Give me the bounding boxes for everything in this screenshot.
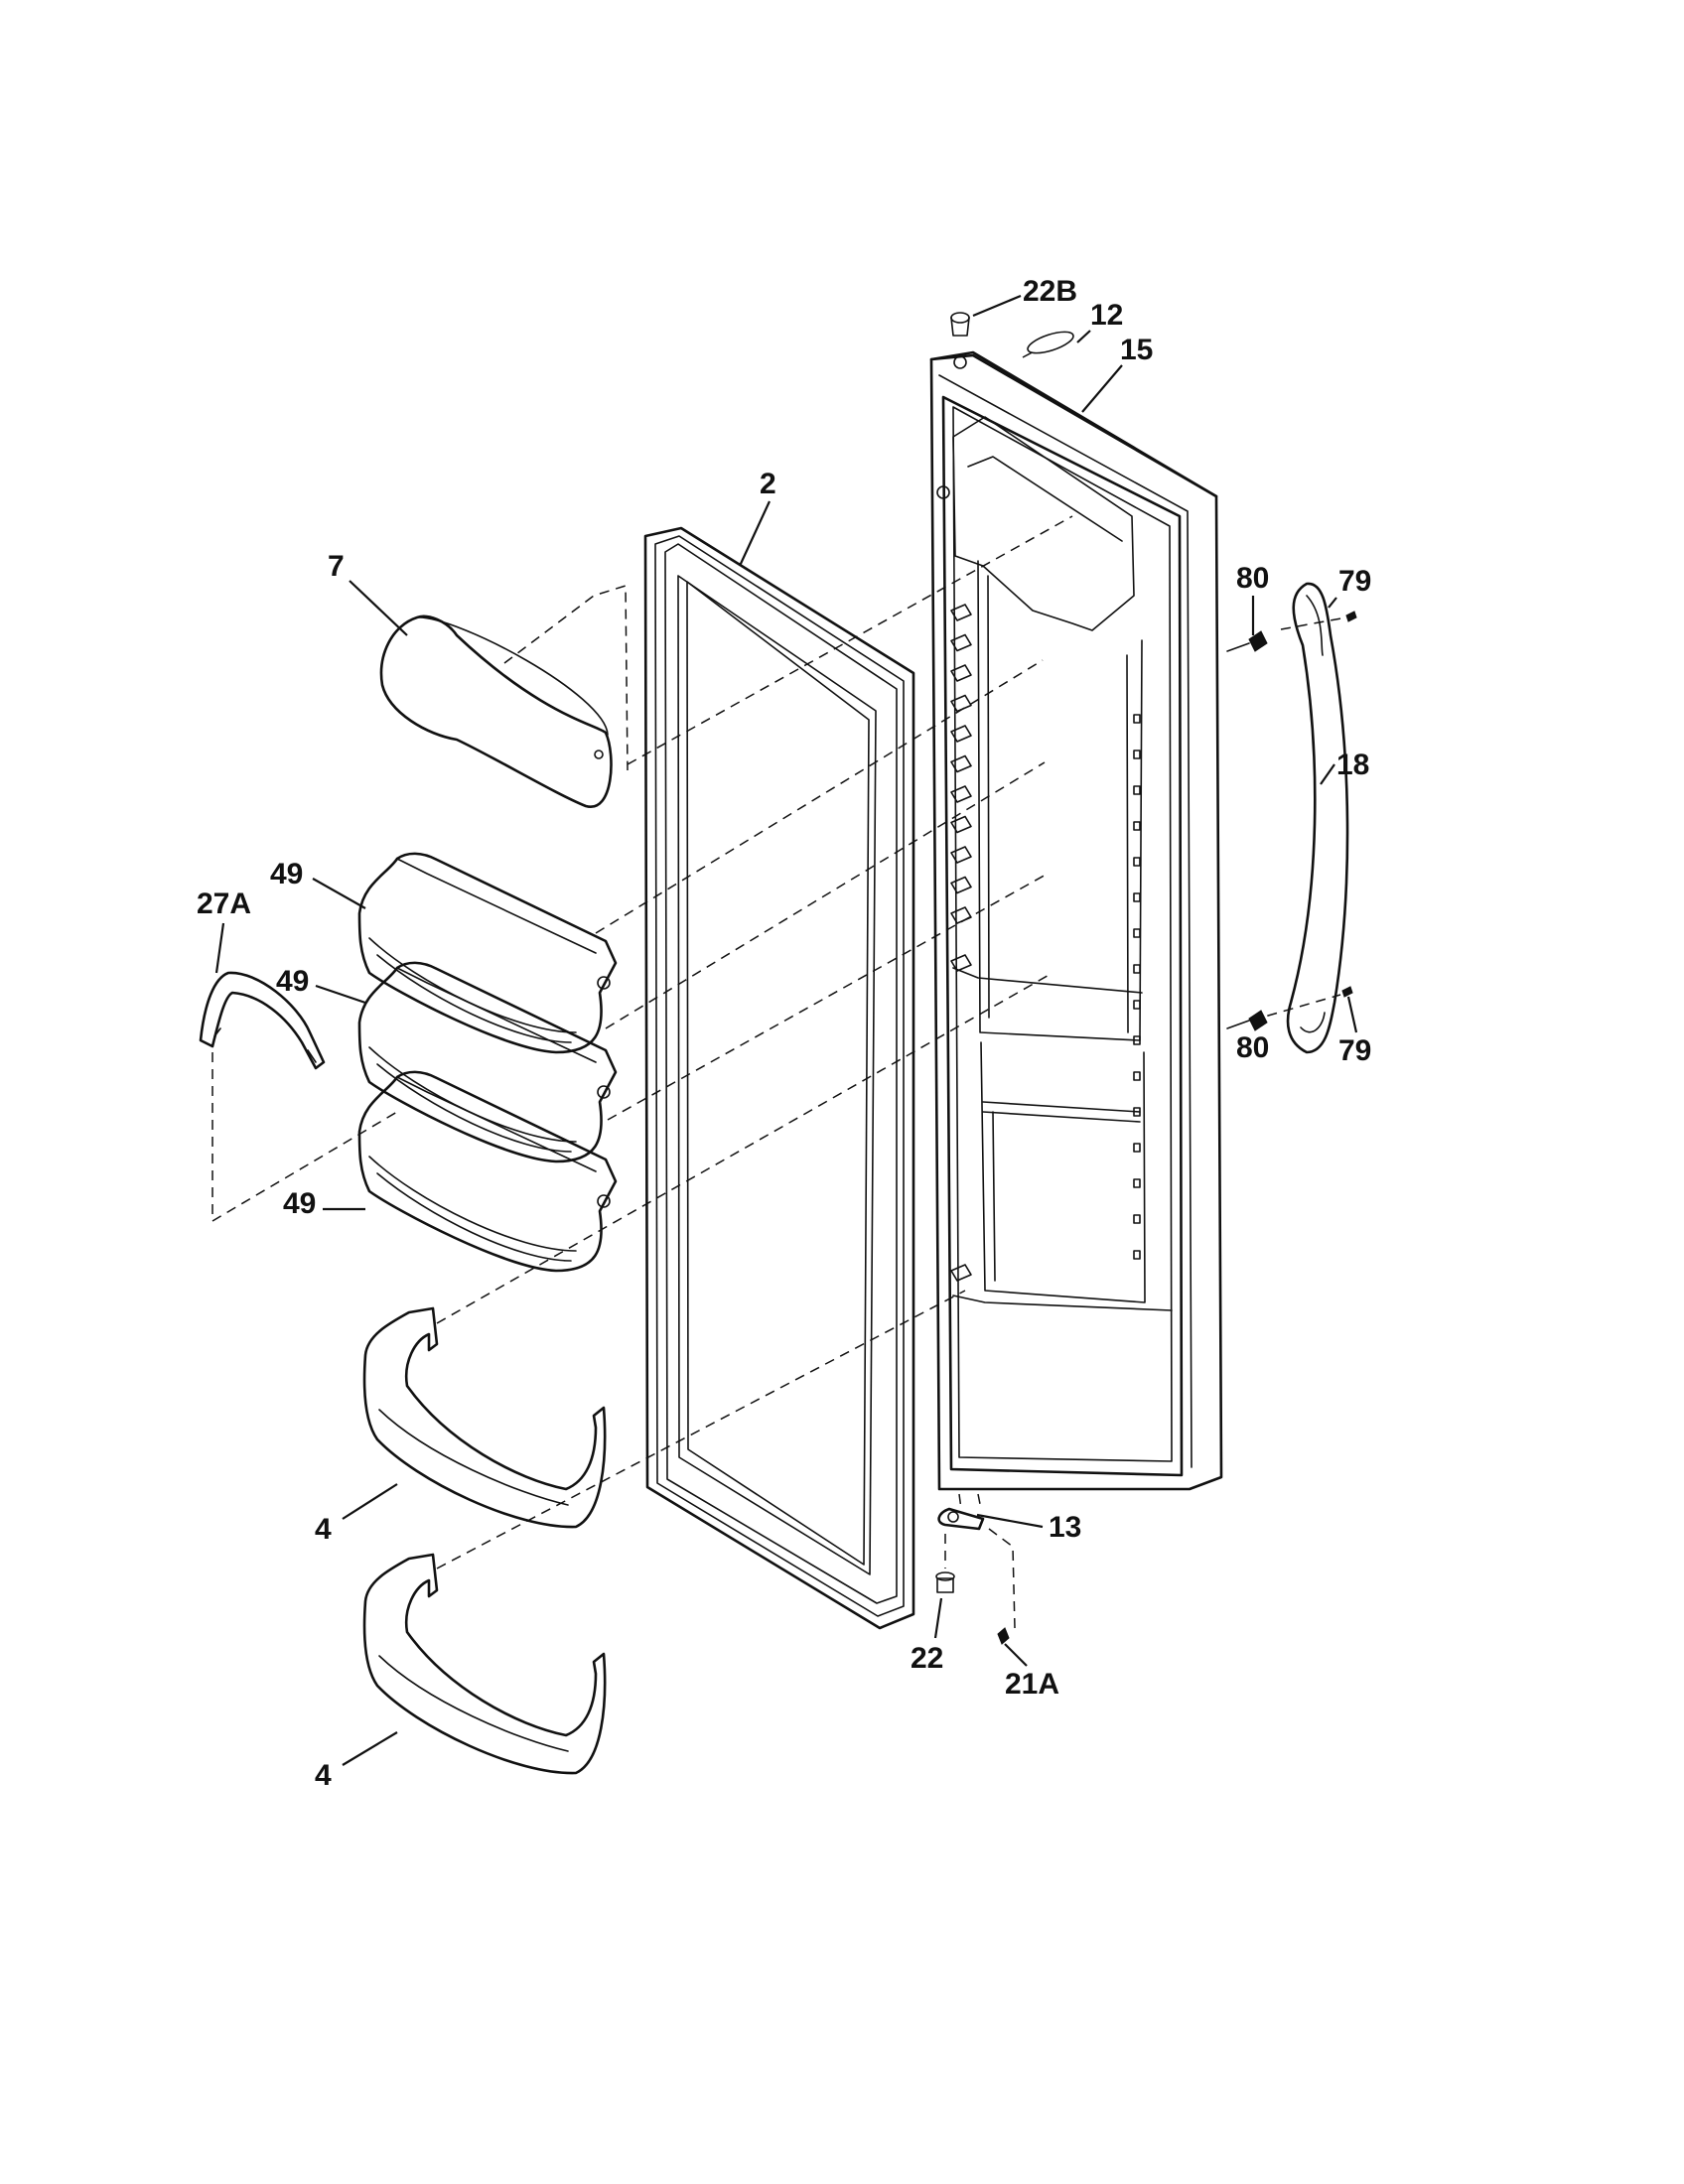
- leader-line-c-2: [739, 500, 771, 567]
- callout-c-4-a: 4: [315, 1513, 332, 1546]
- leader-line-c-22b: [972, 294, 1022, 318]
- door-bin-4-1: [362, 1306, 607, 1529]
- top-cap-plug: [1022, 331, 1074, 358]
- handle-set-screw-top: [1280, 611, 1357, 630]
- handle-mount-screw-top: [1226, 630, 1268, 652]
- leader-line-c-49-b: [315, 984, 366, 1005]
- top-hinge-pin: [950, 312, 970, 369]
- leader-line-c-4-b: [342, 1731, 398, 1766]
- door-bin-49-1: [357, 852, 618, 1054]
- leader-line-c-79-top: [1328, 597, 1337, 609]
- leader-line-c-49-a: [312, 878, 366, 909]
- bottom-hinge-bushing: [935, 1534, 955, 1593]
- leader-line-c-79-bot: [1346, 996, 1358, 1033]
- callout-c-13: 13: [1049, 1511, 1081, 1544]
- leader-line-c-21a: [1004, 1643, 1028, 1667]
- handle-set-screw-bottom: [1250, 986, 1353, 1022]
- callout-c-7: 7: [328, 550, 345, 583]
- callout-c-18: 18: [1336, 749, 1369, 781]
- callout-c-49-c: 49: [283, 1187, 316, 1220]
- leader-line-c-27a: [214, 922, 225, 974]
- callout-c-22: 22: [911, 1642, 943, 1675]
- bin-divider-bracket: [199, 971, 398, 1223]
- callout-c-79-top: 79: [1338, 565, 1371, 598]
- door-bin-49-2: [357, 961, 618, 1163]
- door-bin-4-2: [362, 1553, 607, 1775]
- callout-c-49-a: 49: [270, 858, 303, 890]
- door-shelf-nubs: [950, 604, 972, 1282]
- leader-line-c-13: [976, 1513, 1044, 1529]
- door-gasket: [643, 526, 915, 1630]
- callout-c-80-bot: 80: [1236, 1031, 1269, 1064]
- callout-c-15: 15: [1120, 334, 1153, 366]
- callout-c-21a: 21A: [1005, 1668, 1059, 1701]
- leader-line-c-18: [1320, 763, 1335, 785]
- leader-line-c-4-a: [342, 1483, 398, 1520]
- door-outer-panel: [929, 350, 1223, 1491]
- callout-c-49-b: 49: [276, 965, 309, 998]
- leader-line-c-12: [1076, 330, 1091, 343]
- door-bin-49-3: [357, 1070, 618, 1273]
- callout-c-12: 12: [1090, 299, 1123, 332]
- leader-line-c-15: [1081, 364, 1123, 413]
- leader-line-c-22: [933, 1597, 943, 1639]
- door-bins-49: [357, 852, 618, 1273]
- callout-c-27a: 27A: [197, 887, 251, 920]
- handle-mount-screw-bottom: [1226, 1010, 1268, 1031]
- bottom-hinge-screw: [997, 1627, 1010, 1645]
- bottom-hinge-bracket: [937, 1493, 1016, 1629]
- dairy-door-cover: [379, 515, 1073, 808]
- leader-line-c-7: [349, 580, 408, 636]
- assembly-lines: [436, 659, 1053, 1570]
- callout-c-4-b: 4: [315, 1759, 332, 1792]
- door-rail-studs: [1133, 714, 1141, 1260]
- door-bins-4: [362, 1306, 607, 1775]
- callout-c-79-bot: 79: [1338, 1034, 1371, 1067]
- door-handle: [1286, 582, 1349, 1054]
- callout-c-80-top: 80: [1236, 562, 1269, 595]
- callout-c-22b: 22B: [1023, 275, 1077, 308]
- callout-c-2: 2: [760, 468, 776, 500]
